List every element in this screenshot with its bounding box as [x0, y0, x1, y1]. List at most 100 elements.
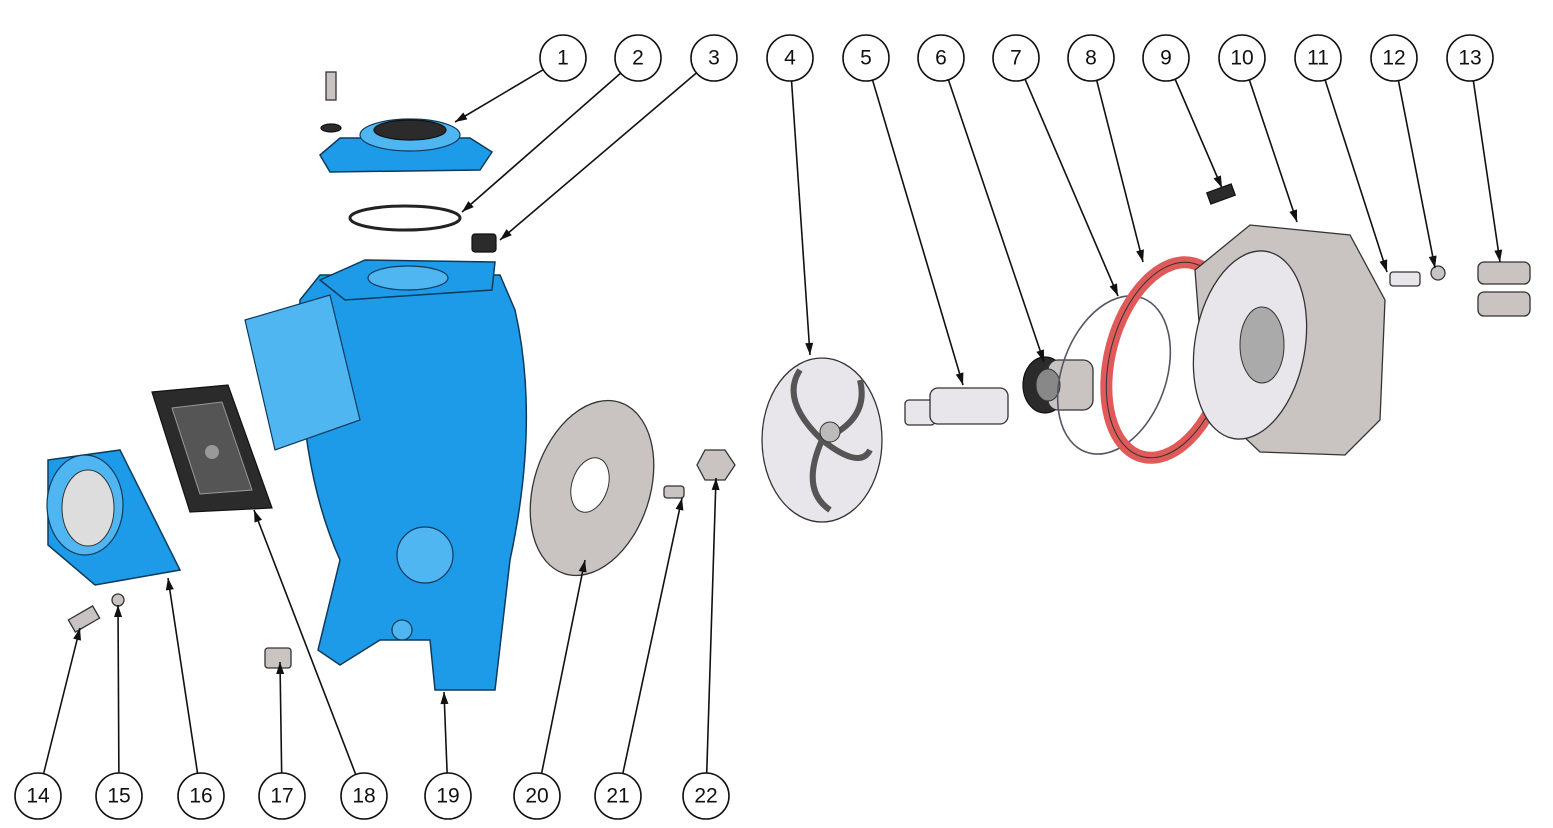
part-pump-casing: [244, 259, 528, 691]
part-nut: [696, 449, 736, 481]
balloon-label: 10: [1230, 47, 1253, 70]
part-drain-plug: [264, 647, 292, 669]
balloon-label: 2: [632, 47, 644, 70]
balloon-label: 12: [1382, 47, 1405, 70]
balloon-circle: [594, 772, 642, 820]
arrowhead-icon: [1213, 175, 1222, 188]
arrowhead-icon: [578, 560, 587, 573]
part-o-ring: [348, 204, 462, 232]
arrowhead-icon: [1109, 283, 1118, 296]
leader-line-9: [1174, 78, 1223, 189]
balloon-label: 21: [606, 785, 629, 808]
part-coupling: [1477, 261, 1531, 317]
balloon-13: 13: [1446, 34, 1494, 82]
balloon-label: 20: [525, 785, 548, 808]
part-bolt: [67, 605, 101, 633]
balloon-circle: [539, 34, 587, 82]
balloon-circle: [917, 34, 965, 82]
leader-line-18: [253, 509, 357, 775]
arrowhead-icon: [455, 112, 468, 122]
balloon-label: 3: [708, 47, 720, 70]
part-mechanical-seal: [1022, 356, 1094, 414]
balloon-20: 20: [513, 772, 561, 820]
balloon-circle: [842, 34, 890, 82]
part-cover-plate: [319, 71, 494, 173]
arrowhead-icon: [675, 498, 684, 511]
balloon-label: 18: [352, 785, 375, 808]
part-vent-bolt: [1205, 183, 1237, 205]
leader-line-22: [705, 477, 717, 774]
part-cap-screw: [1389, 271, 1421, 287]
arrowhead-icon: [1379, 259, 1388, 272]
arrowhead-icon: [440, 692, 449, 705]
balloon-circle: [424, 772, 472, 820]
part-screw: [663, 485, 685, 499]
balloon-label: 13: [1458, 47, 1481, 70]
arrowhead-icon: [254, 510, 263, 523]
balloon-3: 3: [690, 34, 738, 82]
arrowhead-icon: [276, 662, 285, 675]
leader-line-3: [499, 72, 697, 241]
arrowhead-icon: [73, 628, 81, 641]
leader-line-8: [1095, 80, 1144, 263]
balloon-5: 5: [842, 34, 890, 82]
arrowhead-icon: [500, 229, 512, 240]
balloon-label: 9: [1160, 47, 1172, 70]
balloon-circle: [95, 772, 143, 820]
parts: [46, 71, 1531, 691]
balloon-label: 14: [26, 785, 50, 808]
balloon-8: 8: [1067, 34, 1115, 82]
balloon-circle: [614, 34, 662, 82]
balloon-label: 1: [557, 47, 569, 70]
arrowhead-icon: [1136, 249, 1144, 262]
balloon-circle: [1067, 34, 1115, 82]
balloon-9: 9: [1142, 34, 1190, 82]
leader-line-17: [279, 661, 283, 774]
part-impeller: [761, 357, 883, 523]
balloon-label: 7: [1010, 47, 1022, 70]
arrowhead-icon: [805, 342, 814, 355]
balloon-label: 22: [694, 785, 717, 808]
balloon-16: 16: [177, 772, 225, 820]
balloon-circle: [682, 772, 730, 820]
balloon-circle: [1446, 34, 1494, 82]
balloon-6: 6: [917, 34, 965, 82]
balloon-circle: [992, 34, 1040, 82]
arrowhead-icon: [1428, 255, 1437, 268]
balloon-2: 2: [614, 34, 662, 82]
balloon-circle: [766, 34, 814, 82]
balloon-17: 17: [258, 772, 306, 820]
balloon-circle: [258, 772, 306, 820]
balloon-10: 10: [1218, 34, 1266, 82]
part-lock-washer: [1430, 265, 1446, 281]
leader-line-19: [443, 691, 448, 774]
part-plug: [471, 233, 497, 253]
leader-line-4: [790, 80, 811, 356]
balloon-circle: [340, 772, 388, 820]
part-cover-gasket: [151, 384, 273, 513]
leader-line-5: [871, 79, 964, 386]
balloon-label: 17: [270, 785, 293, 808]
balloon-21: 21: [594, 772, 642, 820]
leader-line-2: [461, 72, 622, 213]
part-wear-plate: [529, 399, 655, 577]
leader-line-13: [1472, 80, 1501, 263]
balloon-label: 15: [107, 785, 130, 808]
balloon-circle: [1142, 34, 1190, 82]
balloon-22: 22: [682, 772, 730, 820]
leader-line-1: [454, 69, 544, 123]
leader-line-15: [117, 604, 120, 774]
balloon-label: 16: [189, 785, 212, 808]
arrowhead-icon: [711, 478, 720, 491]
part-bearing-bracket: [1192, 224, 1386, 456]
leader-line-12: [1397, 80, 1436, 269]
arrowhead-icon: [955, 372, 964, 385]
balloon-circle: [1218, 34, 1266, 82]
balloon-label: 4: [784, 47, 796, 70]
balloon-14: 14: [14, 772, 62, 820]
balloon-7: 7: [992, 34, 1040, 82]
part-suction-flange: [46, 449, 182, 586]
